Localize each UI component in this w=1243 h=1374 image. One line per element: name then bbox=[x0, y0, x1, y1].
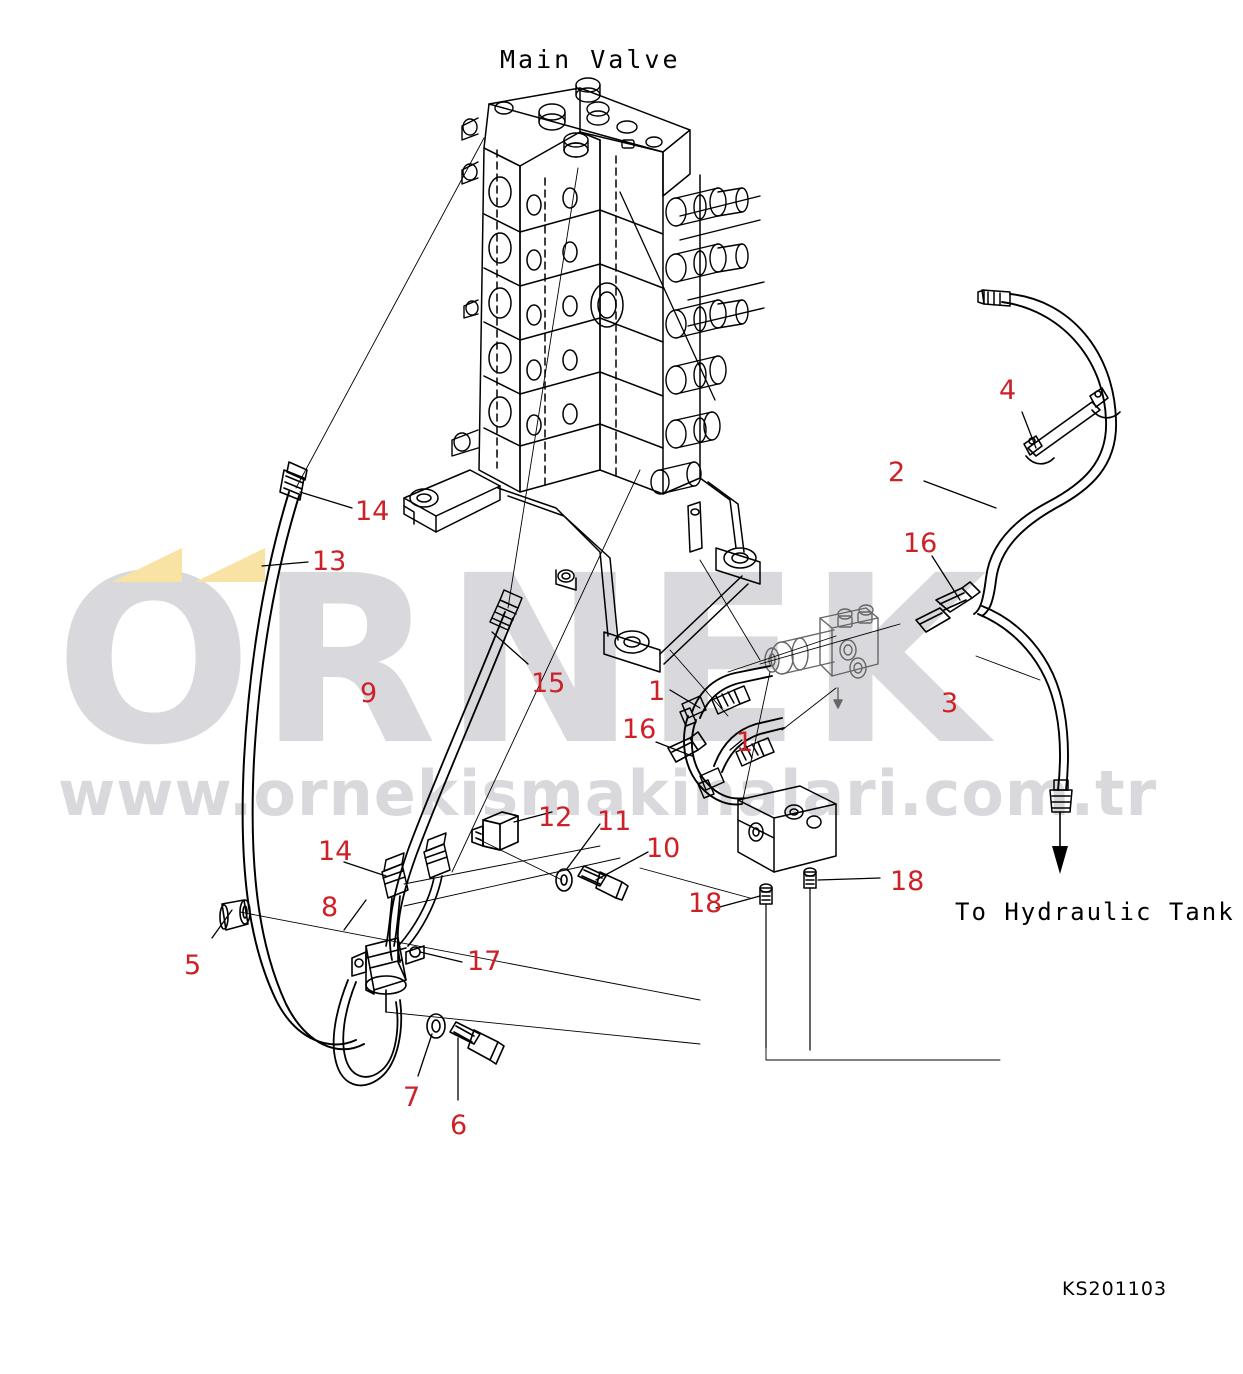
diagram-title: Main Valve bbox=[500, 45, 681, 74]
part-12-clamp bbox=[471, 811, 519, 851]
flow-arrow-to-tank bbox=[1052, 811, 1068, 874]
hose-3-end-fitting bbox=[1049, 779, 1073, 813]
watermark-accent-triangle-left bbox=[112, 548, 182, 582]
callout-number-16: 16 bbox=[903, 528, 938, 559]
hose-8 bbox=[332, 979, 403, 1087]
hose-fitting-14-lower bbox=[381, 852, 409, 899]
callout-number-9: 9 bbox=[360, 678, 378, 709]
callout-number-1: 1 bbox=[648, 676, 666, 707]
callout-number-1: 1 bbox=[736, 727, 754, 758]
leader-lines bbox=[211, 411, 1041, 1101]
callout-number-17: 17 bbox=[467, 946, 502, 977]
elbow-fitting-16-center bbox=[667, 731, 707, 763]
callout-number-18: 18 bbox=[890, 866, 925, 897]
hose-2-end-fitting bbox=[977, 289, 1011, 307]
part-5-sleeve bbox=[219, 899, 251, 931]
elbow-fitting-16-right bbox=[915, 581, 981, 633]
part-6-bolt bbox=[449, 1021, 505, 1065]
hose-1-to-block bbox=[683, 715, 745, 806]
lower-manifold-17 bbox=[351, 937, 425, 1013]
construction-lines bbox=[295, 137, 1001, 1061]
part-10-bolt bbox=[577, 865, 629, 901]
hose-2 bbox=[973, 293, 1117, 617]
hose-fitting-15 bbox=[489, 589, 523, 631]
callout-number-15: 15 bbox=[531, 668, 566, 699]
callout-number-10: 10 bbox=[646, 833, 681, 864]
lower-right-manifold bbox=[737, 785, 837, 873]
hose-1-lower bbox=[713, 717, 785, 773]
hose-13 bbox=[241, 491, 365, 1051]
part-18-plug-right bbox=[803, 867, 817, 1051]
callout-number-12: 12 bbox=[538, 802, 573, 833]
part-7-washer bbox=[426, 1013, 446, 1039]
hose-3 bbox=[977, 605, 1069, 791]
callout-number-5: 5 bbox=[184, 950, 202, 981]
hose-fitting-upper-right-pair bbox=[423, 832, 451, 879]
callout-number-16: 16 bbox=[622, 714, 657, 745]
callout-number-7: 7 bbox=[403, 1082, 421, 1113]
valve-mounting-bracket bbox=[403, 469, 761, 673]
callout-number-18: 18 bbox=[688, 888, 723, 919]
callout-number-2: 2 bbox=[888, 457, 906, 488]
callout-number-11: 11 bbox=[597, 806, 632, 837]
watermark-accent-triangle-right bbox=[195, 548, 265, 582]
hose-fitting-14-top bbox=[279, 461, 308, 501]
to-hydraulic-tank-label: To Hydraulic Tank bbox=[955, 898, 1235, 926]
part-11-washer bbox=[555, 868, 573, 892]
main-valve-block bbox=[451, 77, 765, 495]
callout-number-13: 13 bbox=[312, 546, 347, 577]
solenoid-valve-assembly bbox=[764, 604, 879, 709]
callout-number-8: 8 bbox=[321, 892, 339, 923]
callout-number-14: 14 bbox=[355, 496, 390, 527]
callout-number-14: 14 bbox=[318, 836, 353, 867]
callout-number-3: 3 bbox=[941, 688, 959, 719]
hose-9 bbox=[388, 611, 514, 963]
callout-number-6: 6 bbox=[450, 1110, 468, 1141]
part-18-plug-left bbox=[759, 883, 773, 1049]
drawing-number: KS201103 bbox=[1062, 1278, 1168, 1300]
callout-number-4: 4 bbox=[999, 375, 1017, 406]
